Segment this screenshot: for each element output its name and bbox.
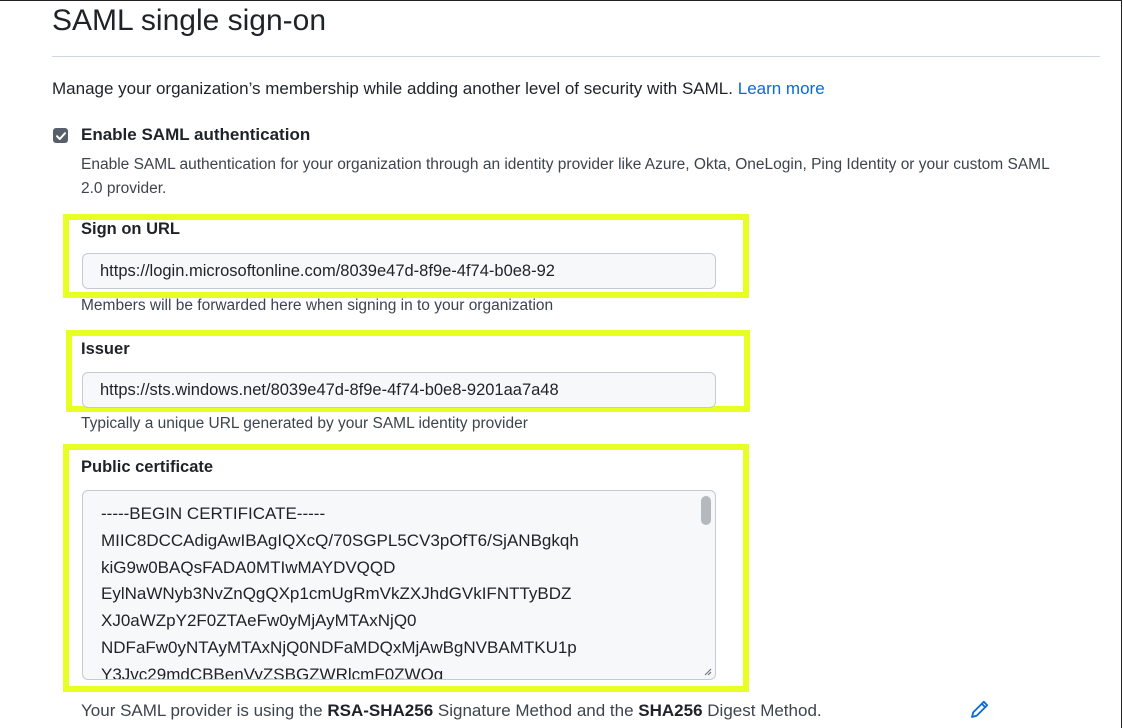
sign-on-url-input[interactable]: https://login.microsoftonline.com/8039e4…: [82, 253, 716, 289]
certificate-line: XJ0aWZpY2F0ZTAeFw0yMjAyMTAxNjQ0: [101, 611, 417, 631]
enable-saml-label[interactable]: Enable SAML authentication: [81, 125, 311, 144]
enable-saml-description: Enable SAML authentication for your orga…: [81, 156, 1050, 197]
signature-info: Your SAML provider is using the RSA-SHA2…: [81, 701, 822, 721]
learn-more-link[interactable]: Learn more: [737, 79, 825, 98]
public-certificate-textarea[interactable]: -----BEGIN CERTIFICATE----- MIIC8DCCAdig…: [82, 490, 716, 680]
signature-info-middle: Signature Method and the: [437, 701, 634, 720]
intro-description: Manage your organization’s membership wh…: [52, 79, 733, 98]
sign-on-url-note: Members will be forwarded here when sign…: [81, 297, 554, 314]
enable-saml-checkbox[interactable]: [53, 128, 68, 143]
signature-info-suffix: Digest Method.: [707, 701, 822, 720]
highlight-issuer: [66, 330, 750, 412]
certificate-line: EylNaWNyb3NvZnQgQXp1cmUgRmVkZXJhdGVkIFNT…: [101, 584, 572, 604]
highlight-public-certificate: [63, 444, 749, 692]
resize-grip-icon[interactable]: [702, 666, 712, 676]
scrollbar-thumb[interactable]: [701, 496, 711, 525]
check-icon: [55, 131, 66, 140]
certificate-line: NDFaFw0yNTAyMTAxNjQ0NDFaMDQxMjAwBgNVBAMT…: [101, 637, 577, 657]
issuer-label: Issuer: [81, 340, 130, 358]
certificate-line: kiG9w0BAQsFADA0MTIwMAYDVQQD: [101, 557, 396, 577]
public-certificate-label: Public certificate: [81, 458, 214, 476]
signature-info-prefix: Your SAML provider is using the: [81, 701, 323, 720]
page-title: SAML single sign-on: [52, 4, 327, 37]
issuer-input[interactable]: https://sts.windows.net/8039e47d-8f9e-4f…: [82, 372, 716, 408]
title-divider: [52, 56, 1100, 57]
signature-method: RSA-SHA256: [327, 701, 434, 720]
certificate-line: Y3Jvc29mdCBBenVyZSBGZWRlcmF0ZWQg: [101, 664, 444, 680]
issuer-note: Typically a unique URL generated by your…: [81, 415, 528, 432]
certificate-text: -----BEGIN CERTIFICATE----- MIIC8DCCAdig…: [101, 501, 579, 680]
pencil-icon[interactable]: [969, 698, 991, 720]
intro-text: Manage your organization’s membership wh…: [52, 79, 825, 99]
digest-method: SHA256: [638, 701, 703, 720]
certificate-scrollbar[interactable]: [698, 493, 713, 677]
certificate-line: MIIC8DCCAdigAwIBAgIQXcQ/70SGPL5CV3pOfT6/…: [101, 530, 579, 550]
certificate-line: -----BEGIN CERTIFICATE-----: [101, 504, 326, 523]
sign-on-url-label: Sign on URL: [81, 220, 180, 238]
highlight-sign-on-url: [63, 214, 749, 298]
